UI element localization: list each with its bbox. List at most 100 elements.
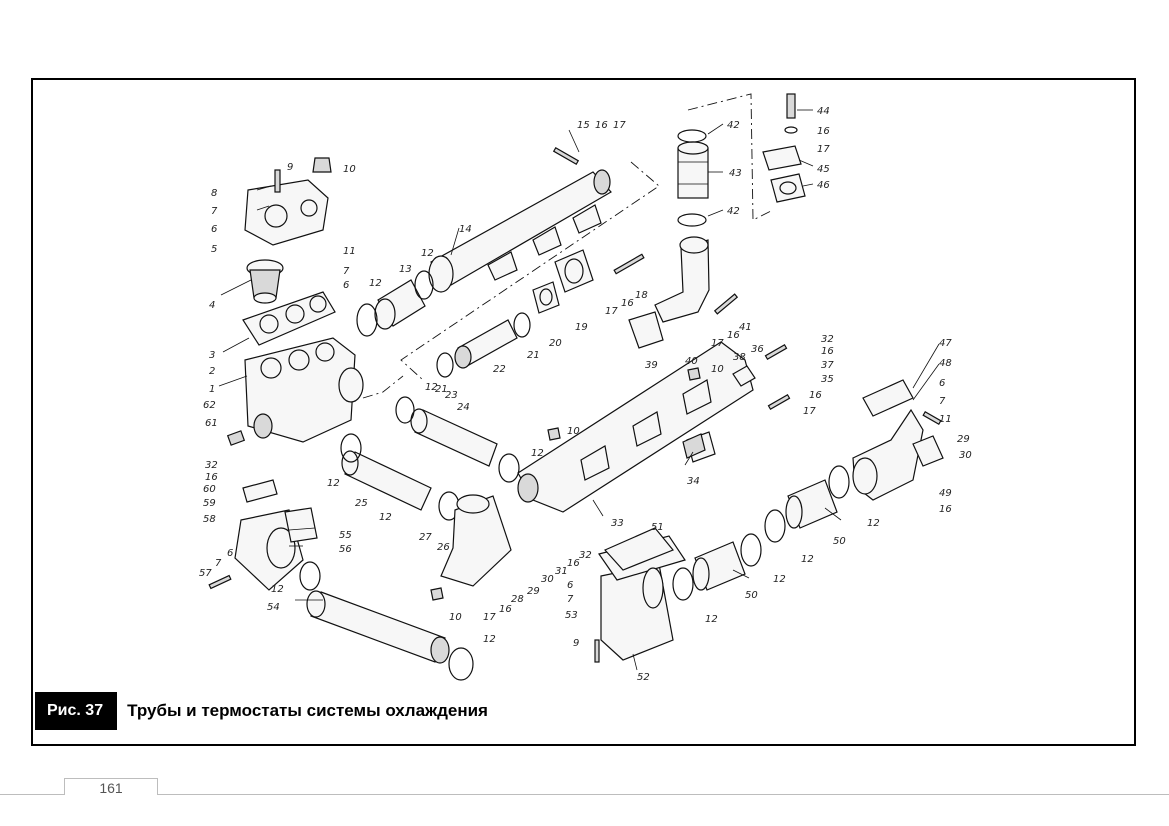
callout-10b: 10: [567, 426, 580, 437]
callout-58: 58: [203, 514, 216, 525]
callout-11b: 11: [939, 414, 952, 425]
connecting-pipe-22: [454, 319, 518, 369]
callout-25: 25: [355, 498, 368, 509]
callout-20: 20: [549, 338, 562, 349]
clamp-ring-12b: [414, 270, 434, 300]
callout-22: 22: [493, 364, 506, 375]
callout-19: 19: [575, 322, 588, 333]
housing-56: [234, 507, 318, 591]
callout-3: 3: [209, 350, 215, 361]
callout-48: 48: [939, 358, 952, 369]
callout-33: 33: [611, 518, 624, 529]
callout-35: 35: [821, 374, 834, 385]
callout-12m: 12: [483, 634, 496, 645]
callout-29: 29: [527, 586, 540, 597]
callout-14: 14: [459, 224, 472, 235]
callout-labels: 1 2 3 4 5 6 7 8 9 10 11 7 6 12 13 12 14 …: [199, 106, 972, 683]
thermostat-housing: [226, 337, 364, 446]
callout-9: 9: [287, 162, 293, 173]
callout-42a: 42: [727, 120, 740, 131]
page-number: 161: [99, 780, 123, 796]
callout-7c: 7: [939, 396, 946, 407]
flange-19-20: [532, 249, 594, 314]
callout-12c: 12: [425, 382, 438, 393]
callout-31: 31: [555, 566, 568, 577]
callout-50a: 50: [833, 536, 846, 547]
hose-25: [341, 450, 432, 511]
upper-water-pipe: [428, 169, 612, 293]
callout-9b: 9: [573, 638, 579, 649]
callout-38: 38: [733, 352, 746, 363]
callout-32b: 32: [821, 334, 834, 345]
callout-36: 36: [751, 344, 764, 355]
callout-13: 13: [399, 264, 412, 275]
callout-12l: 12: [271, 584, 284, 595]
callout-27: 27: [419, 532, 432, 543]
ring-42b: [677, 213, 707, 227]
callout-5: 5: [211, 244, 217, 255]
callout-56: 56: [339, 544, 352, 555]
pipe-54: [306, 590, 450, 664]
callout-7: 7: [211, 206, 218, 217]
callout-17e: 17: [711, 338, 724, 349]
ring-12f: [299, 561, 321, 591]
callout-47: 47: [939, 338, 952, 349]
figure-title: Трубы и термостаты системы охлаждения: [127, 701, 488, 720]
callout-6b: 6: [343, 280, 349, 291]
hose-50a: [692, 541, 746, 591]
callout-6e: 6: [227, 548, 233, 559]
ring-12e: [498, 453, 520, 483]
callout-16c: 16: [567, 558, 580, 569]
exploded-parts-drawing: 1 2 3 4 5 6 7 8 9 10 11 7 6 12 13 12 14 …: [199, 93, 972, 683]
callout-16j: 16: [205, 472, 218, 483]
callout-12f: 12: [531, 448, 544, 459]
callout-45: 45: [817, 164, 830, 175]
callout-6: 6: [211, 224, 217, 235]
callout-30: 30: [541, 574, 554, 585]
ring-12i: [740, 533, 762, 567]
callout-55: 55: [339, 530, 352, 541]
callout-42b: 42: [727, 206, 740, 217]
callout-16g: 16: [727, 330, 740, 341]
callout-18: 18: [635, 290, 648, 301]
callout-12b: 12: [421, 248, 434, 259]
callout-21a: 21: [527, 350, 540, 361]
hose-13: [374, 279, 426, 330]
page-number-tab: 161: [64, 778, 158, 796]
ring-21a: [436, 352, 454, 378]
callout-16: 16: [595, 120, 608, 131]
ring-12c: [340, 433, 362, 463]
callout-61: 61: [205, 418, 218, 429]
callout-49: 49: [939, 488, 952, 499]
callout-23: 23: [445, 390, 458, 401]
callout-10c: 10: [449, 612, 462, 623]
callout-4: 4: [209, 300, 215, 311]
callout-34: 34: [687, 476, 700, 487]
callout-12i: 12: [801, 554, 814, 565]
callout-41: 41: [739, 322, 752, 333]
ring-21b: [513, 312, 531, 338]
elbow-pipe-40: [628, 236, 710, 349]
callout-7d: 7: [567, 594, 574, 605]
callout-1: 1: [209, 384, 215, 395]
callout-7e: 7: [215, 558, 222, 569]
ring-12g: [448, 647, 474, 681]
callout-57: 57: [199, 568, 212, 579]
callout-32: 32: [579, 550, 592, 561]
hose-50b: [785, 479, 838, 529]
figure-caption: Рис. 37 Трубы и термостаты системы охлаж…: [35, 692, 488, 730]
elbow-26: [440, 494, 512, 587]
callout-11: 11: [343, 246, 356, 257]
gasket-51: [603, 527, 674, 571]
callout-10: 10: [343, 164, 356, 175]
callout-54: 54: [267, 602, 280, 613]
callout-8: 8: [211, 188, 217, 199]
bolts-and-nuts: [208, 146, 942, 663]
ring-12k: [828, 465, 850, 499]
callout-40: 40: [685, 356, 698, 367]
assembly-line-a: [687, 93, 774, 221]
callout-12j: 12: [773, 574, 786, 585]
thermostat-gasket: [242, 291, 336, 346]
callout-17f: 17: [817, 144, 830, 155]
callout-17d: 17: [803, 406, 816, 417]
